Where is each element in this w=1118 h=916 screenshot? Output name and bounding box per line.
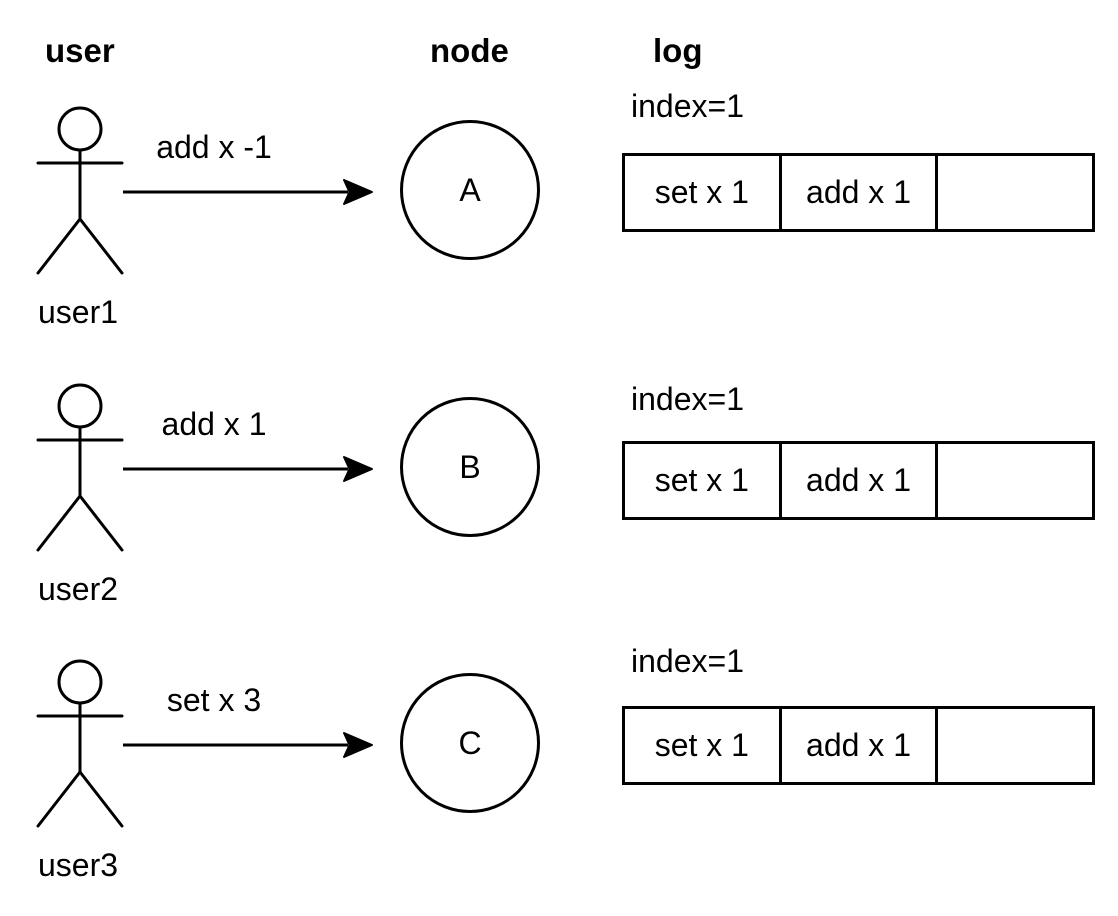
message-arrow-icon	[123, 456, 373, 482]
message-arrow-icon	[123, 732, 373, 758]
node-circle: A	[400, 120, 540, 260]
log-cell-3	[938, 709, 1092, 782]
column-header-node: node	[430, 32, 509, 69]
node-circle: B	[400, 397, 540, 537]
diagram-row-3: user3 set x 3 C index=1 set x 1 add x 1	[0, 553, 1118, 883]
user-label: user1	[38, 294, 119, 330]
log-cell-1: set x 1	[625, 444, 782, 517]
log-table: set x 1 add x 1	[622, 706, 1095, 785]
log-cell-3	[938, 156, 1092, 229]
user-actor-icon	[36, 383, 124, 552]
message-arrow-icon	[123, 179, 373, 205]
log-cell-1: set x 1	[625, 709, 782, 782]
column-header-log: log	[653, 32, 703, 69]
node-circle: C	[400, 673, 540, 813]
log-cell-2: add x 1	[782, 709, 939, 782]
user-label: user2	[38, 571, 119, 607]
log-index-label: index=1	[631, 88, 744, 124]
node-label: C	[458, 725, 482, 761]
log-cell-2: add x 1	[782, 156, 939, 229]
node-label: B	[459, 449, 481, 485]
diagram-row-1: user1 add x -1 A index=1 set x 1 add x 1	[0, 0, 1118, 330]
log-table: set x 1 add x 1	[622, 441, 1095, 520]
message-label: add x 1	[161, 406, 267, 442]
log-index-label: index=1	[631, 381, 744, 417]
user-actor-icon	[36, 659, 124, 828]
log-index-label: index=1	[631, 643, 744, 679]
log-cell-3	[938, 444, 1092, 517]
message-label: set x 3	[166, 682, 262, 718]
diagram-row-2: user2 add x 1 B index=1 set x 1 add x 1	[0, 277, 1118, 607]
log-cell-2: add x 1	[782, 444, 939, 517]
log-cell-1: set x 1	[625, 156, 782, 229]
user-actor-icon	[36, 106, 124, 275]
user-label: user3	[38, 847, 119, 883]
column-header-user: user	[45, 32, 115, 69]
node-label: A	[459, 172, 481, 208]
log-table: set x 1 add x 1	[622, 153, 1095, 232]
message-label: add x -1	[156, 129, 272, 165]
